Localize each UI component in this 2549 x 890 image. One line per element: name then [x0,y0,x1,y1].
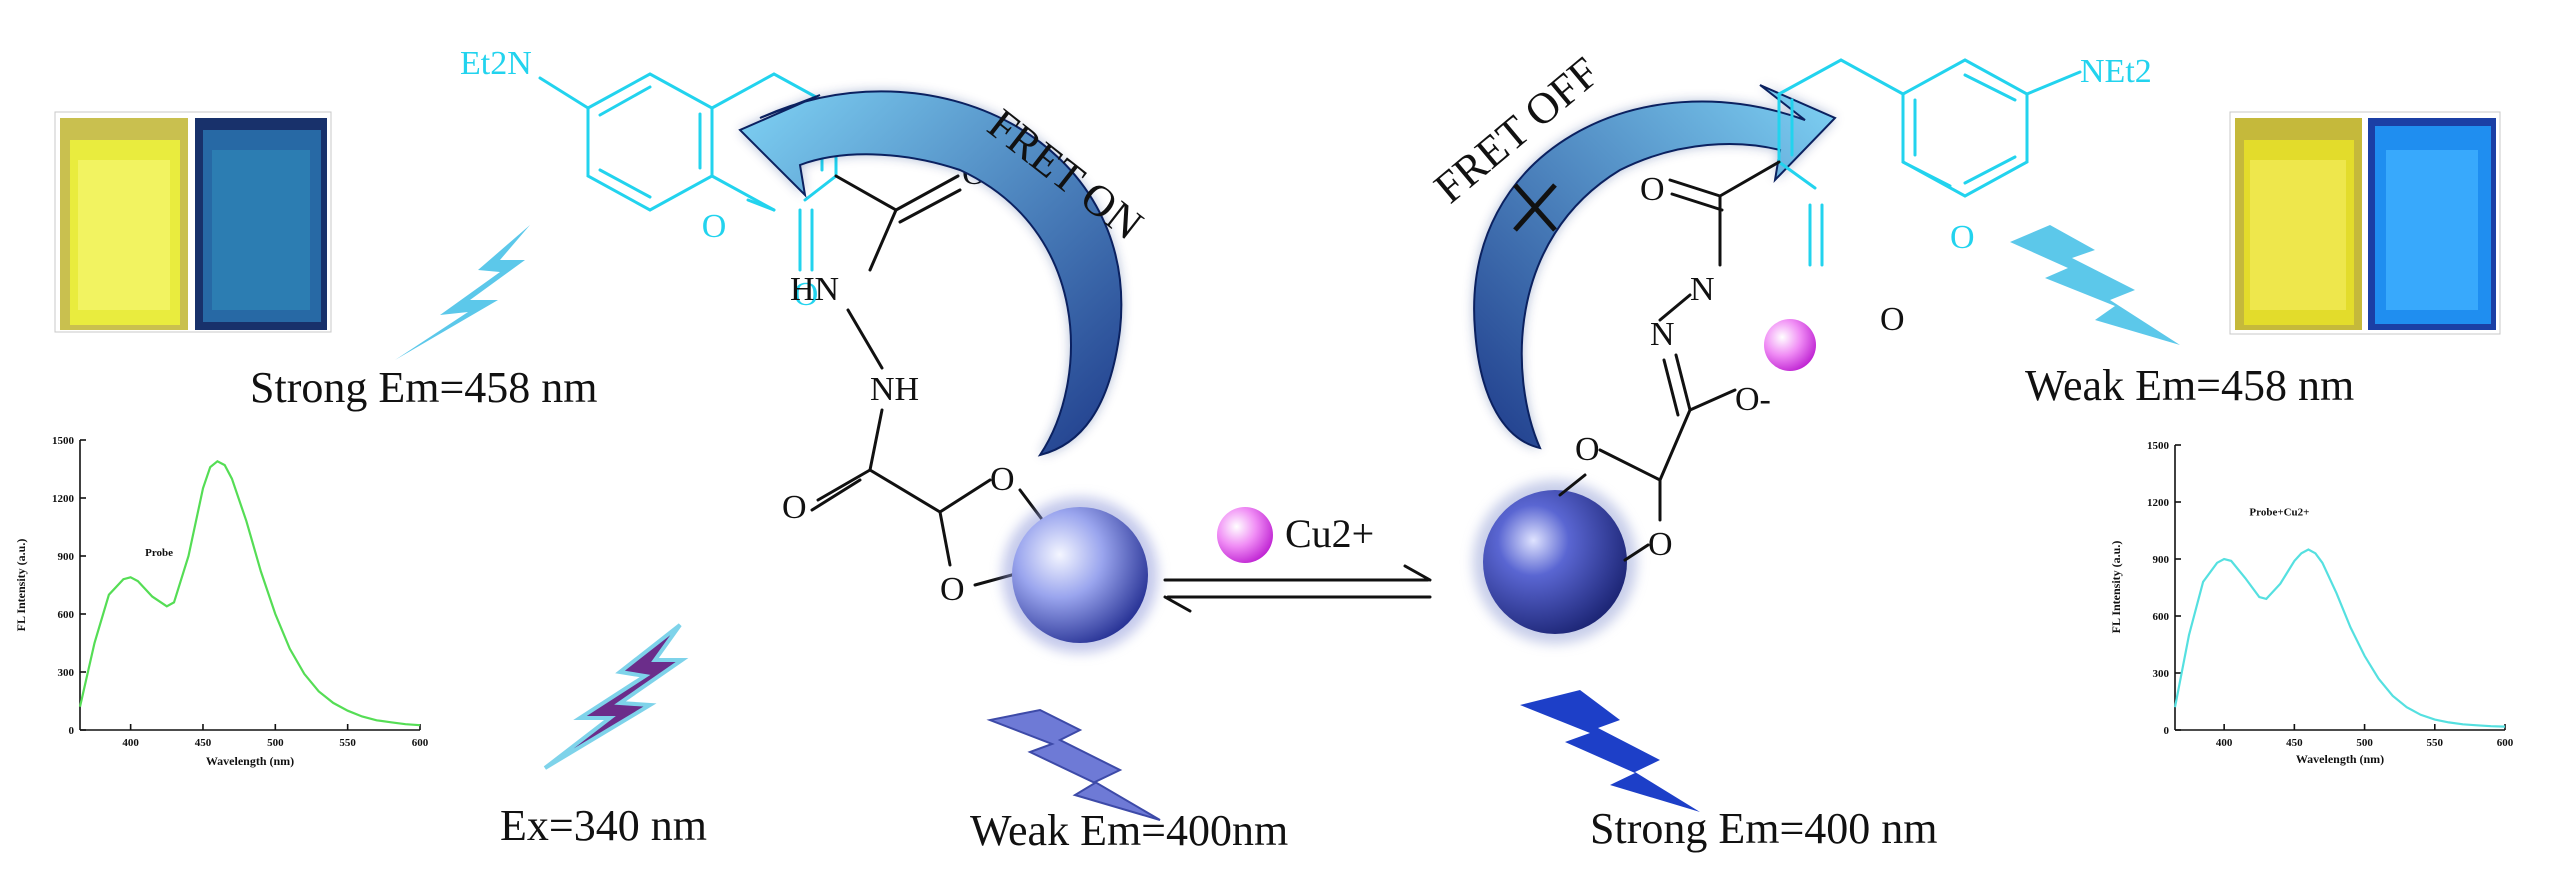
y-tick-label: 1500 [52,435,75,447]
y-tick-label: 600 [58,609,75,621]
equilibrium-arrows [1163,564,1432,613]
y-axis-label-left: FL Intensity (a.u.) [14,539,28,632]
sphere-left [1002,497,1158,653]
emission-bolt-right-top [2010,225,2180,345]
spectrum-chart-right: FL Intensity (a.u.) Wavelength (nm) 400 4… [2109,440,2514,766]
y-tick-label: 0 [2164,725,2170,737]
oxygen-anion-right: O- [1735,381,1771,418]
dioxolane-oxygen-1: O [990,461,1015,498]
emission-label-right: Weak Em=458 nm [2025,361,2354,410]
sphere-emission-label-right: Strong Em=400 nm [1590,804,1938,853]
amine-label-left: Et2N [460,45,532,82]
series-label-probe-cu: Probe+Cu2+ [2249,506,2309,518]
y-tick-label: 300 [2153,668,2170,680]
y-tick-label: 300 [58,667,75,679]
x-tick-label: 450 [195,737,212,749]
y-tick-label: 1500 [2147,440,2170,452]
hydrazide-nh-2: NH [870,371,919,408]
sphere-right [1473,480,1637,644]
series-label-probe: Probe [145,547,173,559]
x-tick-label: 550 [2427,737,2444,749]
series-line-probe [78,459,421,727]
excitation-bolt-left [543,623,689,770]
hydrazide-nh-1: HN [790,271,839,308]
y-tick-label: 1200 [52,493,75,505]
emission-bolt-left-top [395,225,530,360]
dioxolane-oxygen-2: O [940,571,965,608]
copper-ion-label: Cu2+ [1285,511,1374,556]
amine-label-right: NEt2 [2080,53,2152,90]
dioxolane-oxygen-3: O [1575,431,1600,468]
ring-oxygen-right: O [1950,219,1975,256]
x-tick-label: 400 [122,737,139,749]
copper-bound [1764,319,1816,371]
y-axis-label-right: FL Intensity (a.u.) [2109,541,2123,634]
copper-ion: Cu2+ [1217,507,1374,563]
sphere-emission-label-left: Weak Em=400nm [970,806,1288,855]
spectrum-chart-left: FL Intensity (a.u.) Wavelength (nm) 400 4… [14,435,429,768]
x-tick-label: 600 [2497,737,2514,749]
x-tick-label: 400 [2216,737,2233,749]
excitation-label: Ex=340 nm [500,801,707,850]
x-tick-label: 450 [2286,737,2303,749]
dioxolane-oxygen-4: O [1648,526,1673,563]
ring-nitrogen-right-1: N [1690,271,1715,308]
y-tick-label: 1200 [2147,497,2170,509]
x-tick-label: 500 [2356,737,2373,749]
ring-nitrogen-right-2: N [1650,316,1675,353]
carbonyl-oxygen-right: O [1880,301,1905,338]
vial-photo-right [2229,111,2501,335]
emission-bolt-center-right [1520,690,1700,812]
amide-oxygen-left-2: O [782,489,807,526]
series-line-probe-cu [2173,548,2506,728]
fret-off-arrow: FRET OFF [1425,48,1837,450]
oxadiazole-linker-right: O O N N O- O O [1558,160,1905,563]
x-axis-label-left: Wavelength (nm) [206,754,294,768]
carbonyl-oxygen-left: O [794,276,819,313]
emission-bolt-center-left [986,708,1161,821]
y-tick-label: 900 [2153,554,2170,566]
emission-label-left: Strong Em=458 nm [250,363,598,412]
hydrazide-linker-left: O HN NH O O O [782,155,1052,608]
ring-oxygen-left: O [702,208,727,245]
y-tick-label: 900 [58,551,75,563]
vial-photo-left [54,111,332,333]
x-axis-label-right: Wavelength (nm) [2296,752,2384,766]
amide-oxygen-right: O [1640,171,1665,208]
x-tick-label: 500 [267,737,284,749]
x-tick-label: 600 [412,737,429,749]
x-tick-label: 550 [339,737,356,749]
coumarin-right: NEt2 O [1777,53,2152,267]
y-tick-label: 0 [69,725,75,737]
y-tick-label: 600 [2153,611,2170,623]
